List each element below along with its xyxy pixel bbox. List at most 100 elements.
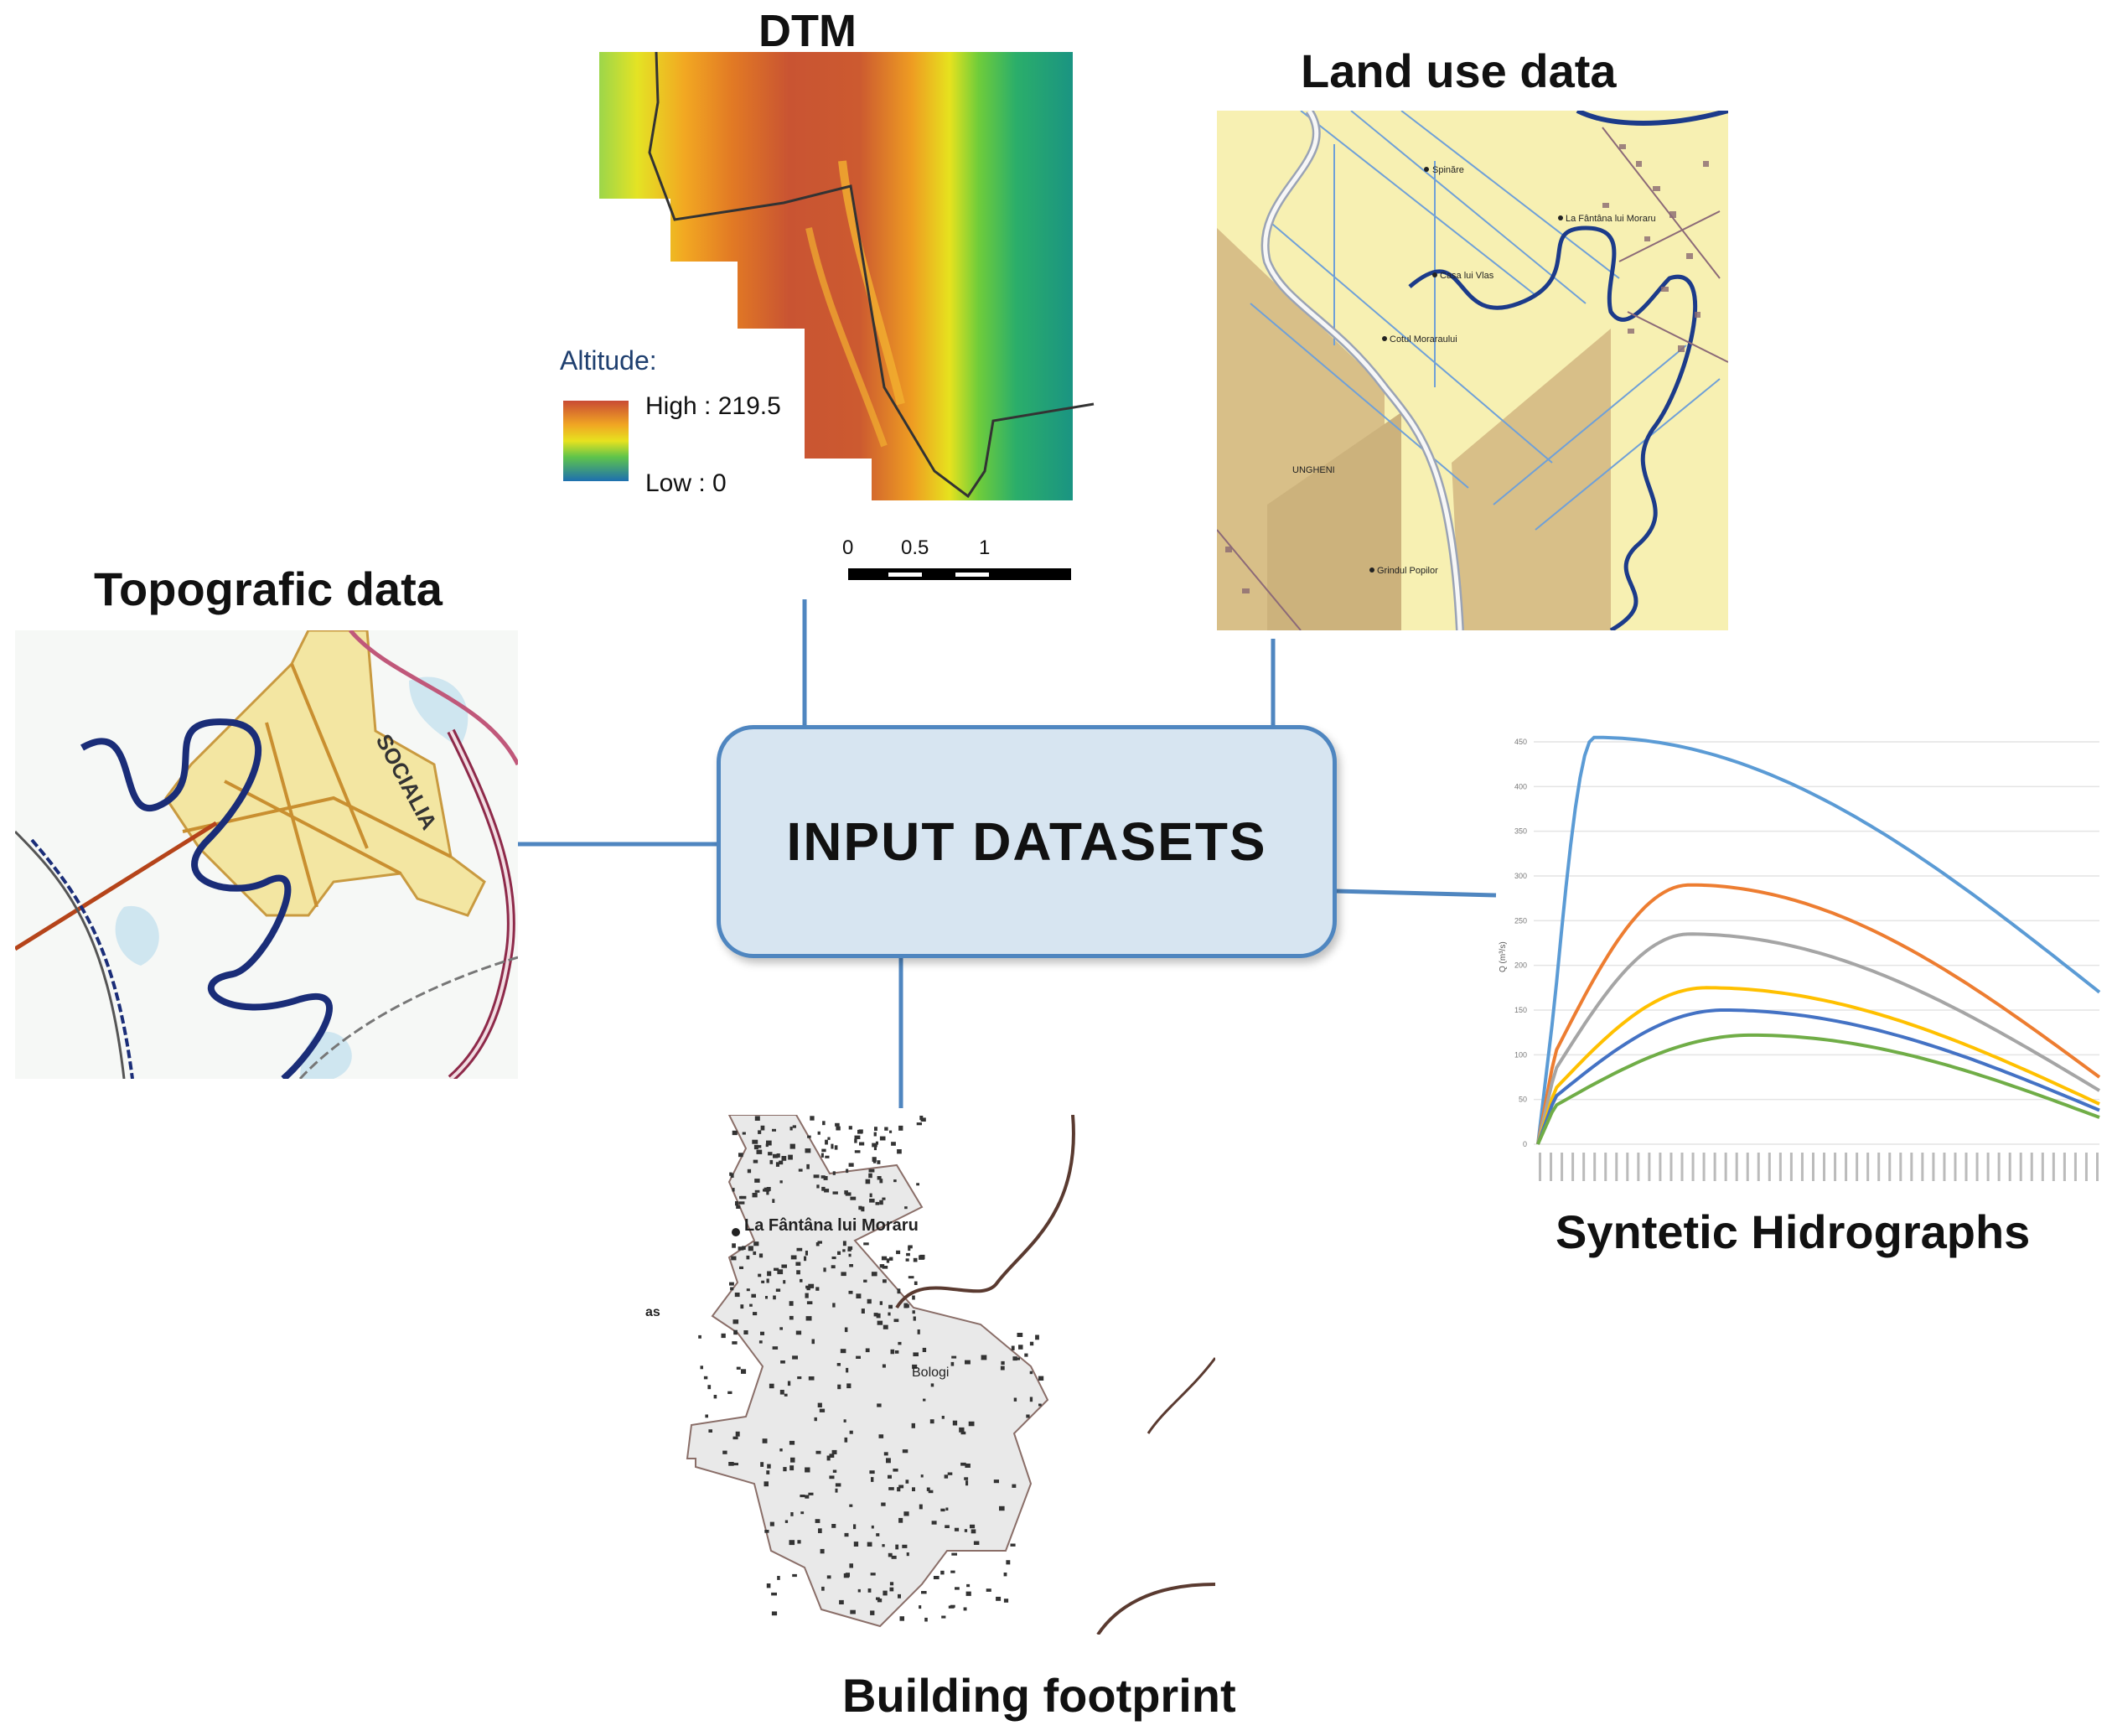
building-footprint [996,1596,1002,1601]
building-footprint [760,1125,765,1131]
building-footprint [913,1257,918,1262]
building-footprint [955,1587,960,1590]
building-footprint [905,1258,909,1262]
building-footprint [840,1349,846,1354]
building-footprint [777,1269,784,1275]
building-footprint [931,1521,937,1525]
building-footprint [883,1590,888,1596]
building-footprint [763,1189,767,1192]
building-footprint [1001,1360,1005,1365]
building-footprint [928,1490,934,1494]
building-footprint [964,1477,969,1480]
building-footprint [877,1599,883,1603]
building-footprint [832,1191,838,1194]
building-footprint [873,1313,878,1317]
building-footprint [960,1462,966,1466]
building-footprint [940,1570,945,1575]
building-footprint [817,1241,822,1244]
hydrograph-series-line [1536,932,2101,1145]
building-footprint [898,1341,902,1345]
hydrograph-xtick [1550,1153,1553,1181]
building-footprint [836,1363,841,1366]
building-footprint [973,1541,980,1545]
landuse-place-2: La Fântâna lui Moraru [1566,214,1656,224]
building-footprint [818,1528,822,1533]
building-footprint [742,1246,746,1250]
building-footprint [945,1507,949,1511]
building-footprint [868,1169,875,1173]
building-footprint [815,1287,820,1291]
building-footprint [753,1241,759,1246]
building-footprint [908,1276,914,1279]
building-footprint [732,1188,735,1192]
landuse-field [1267,412,1401,630]
landuse-place-3: Casa lui Vlas [1440,271,1494,281]
building-footprint [775,1288,781,1292]
building-footprint [789,1440,795,1445]
building-footprint [776,1153,780,1158]
hydrograph-xtick [1768,1153,1771,1181]
building-footprint [736,1205,741,1209]
building-footprint [787,1381,791,1386]
building-footprint [897,1487,901,1492]
building-footprint [730,1173,734,1178]
building-footprint [888,1304,893,1309]
building-footprint [970,1524,976,1529]
building-footprint [1015,1357,1020,1360]
hydrograph-xtick [1561,1153,1564,1181]
hydrograph-xtick [1615,1153,1618,1181]
building-footprint [805,1293,809,1298]
building-footprint [832,1303,836,1308]
building-footprint [1003,1599,1009,1603]
building-footprint [883,1324,888,1329]
hydrograph-xtick [2052,1153,2055,1181]
connector-hydrographs [1334,889,1497,898]
building-footprint [754,1189,760,1193]
hydrograph-xtick [1746,1153,1749,1181]
building-footprint [965,1591,971,1596]
hydrograph-xtick [1811,1153,1814,1181]
building-footprint [753,1159,758,1163]
topographic-river [80,718,333,1079]
building-footprint [781,1264,787,1268]
building-footprint [848,1290,853,1294]
hydrograph-xtick [2030,1153,2033,1181]
building-footprint [753,1144,758,1150]
building-footprint [1038,1403,1042,1407]
hydrograph-series-line [1536,1033,2100,1145]
building-footprint [821,1186,826,1191]
building-footprint [965,1480,969,1486]
building-footprint [861,1206,865,1212]
building-footprint [732,1436,738,1440]
building-footprint [881,1256,888,1261]
hydrograph-xtick [1800,1153,1804,1181]
building-footprint [929,1419,934,1424]
building-footprint [827,1137,831,1140]
building-footprint [903,1304,909,1308]
hydrograph-series-line [1536,986,2100,1145]
building-footprint [968,1421,975,1427]
building-footprint [919,1504,923,1510]
building-footprint [882,1364,886,1368]
building-footprint [867,1542,872,1547]
building-footprint [888,1474,892,1479]
building-footprint [795,1330,802,1335]
hydrograph-ytick: 0 [1523,1140,1527,1148]
building-footprint [796,1247,803,1251]
building-footprint [895,1544,899,1550]
building-footprint [788,1154,793,1160]
hydrograph-xtick [1834,1153,1837,1181]
building-settlement-area [686,1115,1049,1628]
building-footprint [825,1155,830,1158]
building-footprint [919,1255,924,1260]
building-footprint [888,1487,894,1490]
building-footprint [875,1201,880,1205]
building-footprint [849,1563,853,1568]
building-footprint [771,1592,777,1596]
building-footprint [727,1391,732,1394]
building-footprint [751,1293,756,1298]
building-footprint [758,1130,762,1134]
building-footprint [847,1248,852,1251]
building-footprint [722,1450,727,1454]
